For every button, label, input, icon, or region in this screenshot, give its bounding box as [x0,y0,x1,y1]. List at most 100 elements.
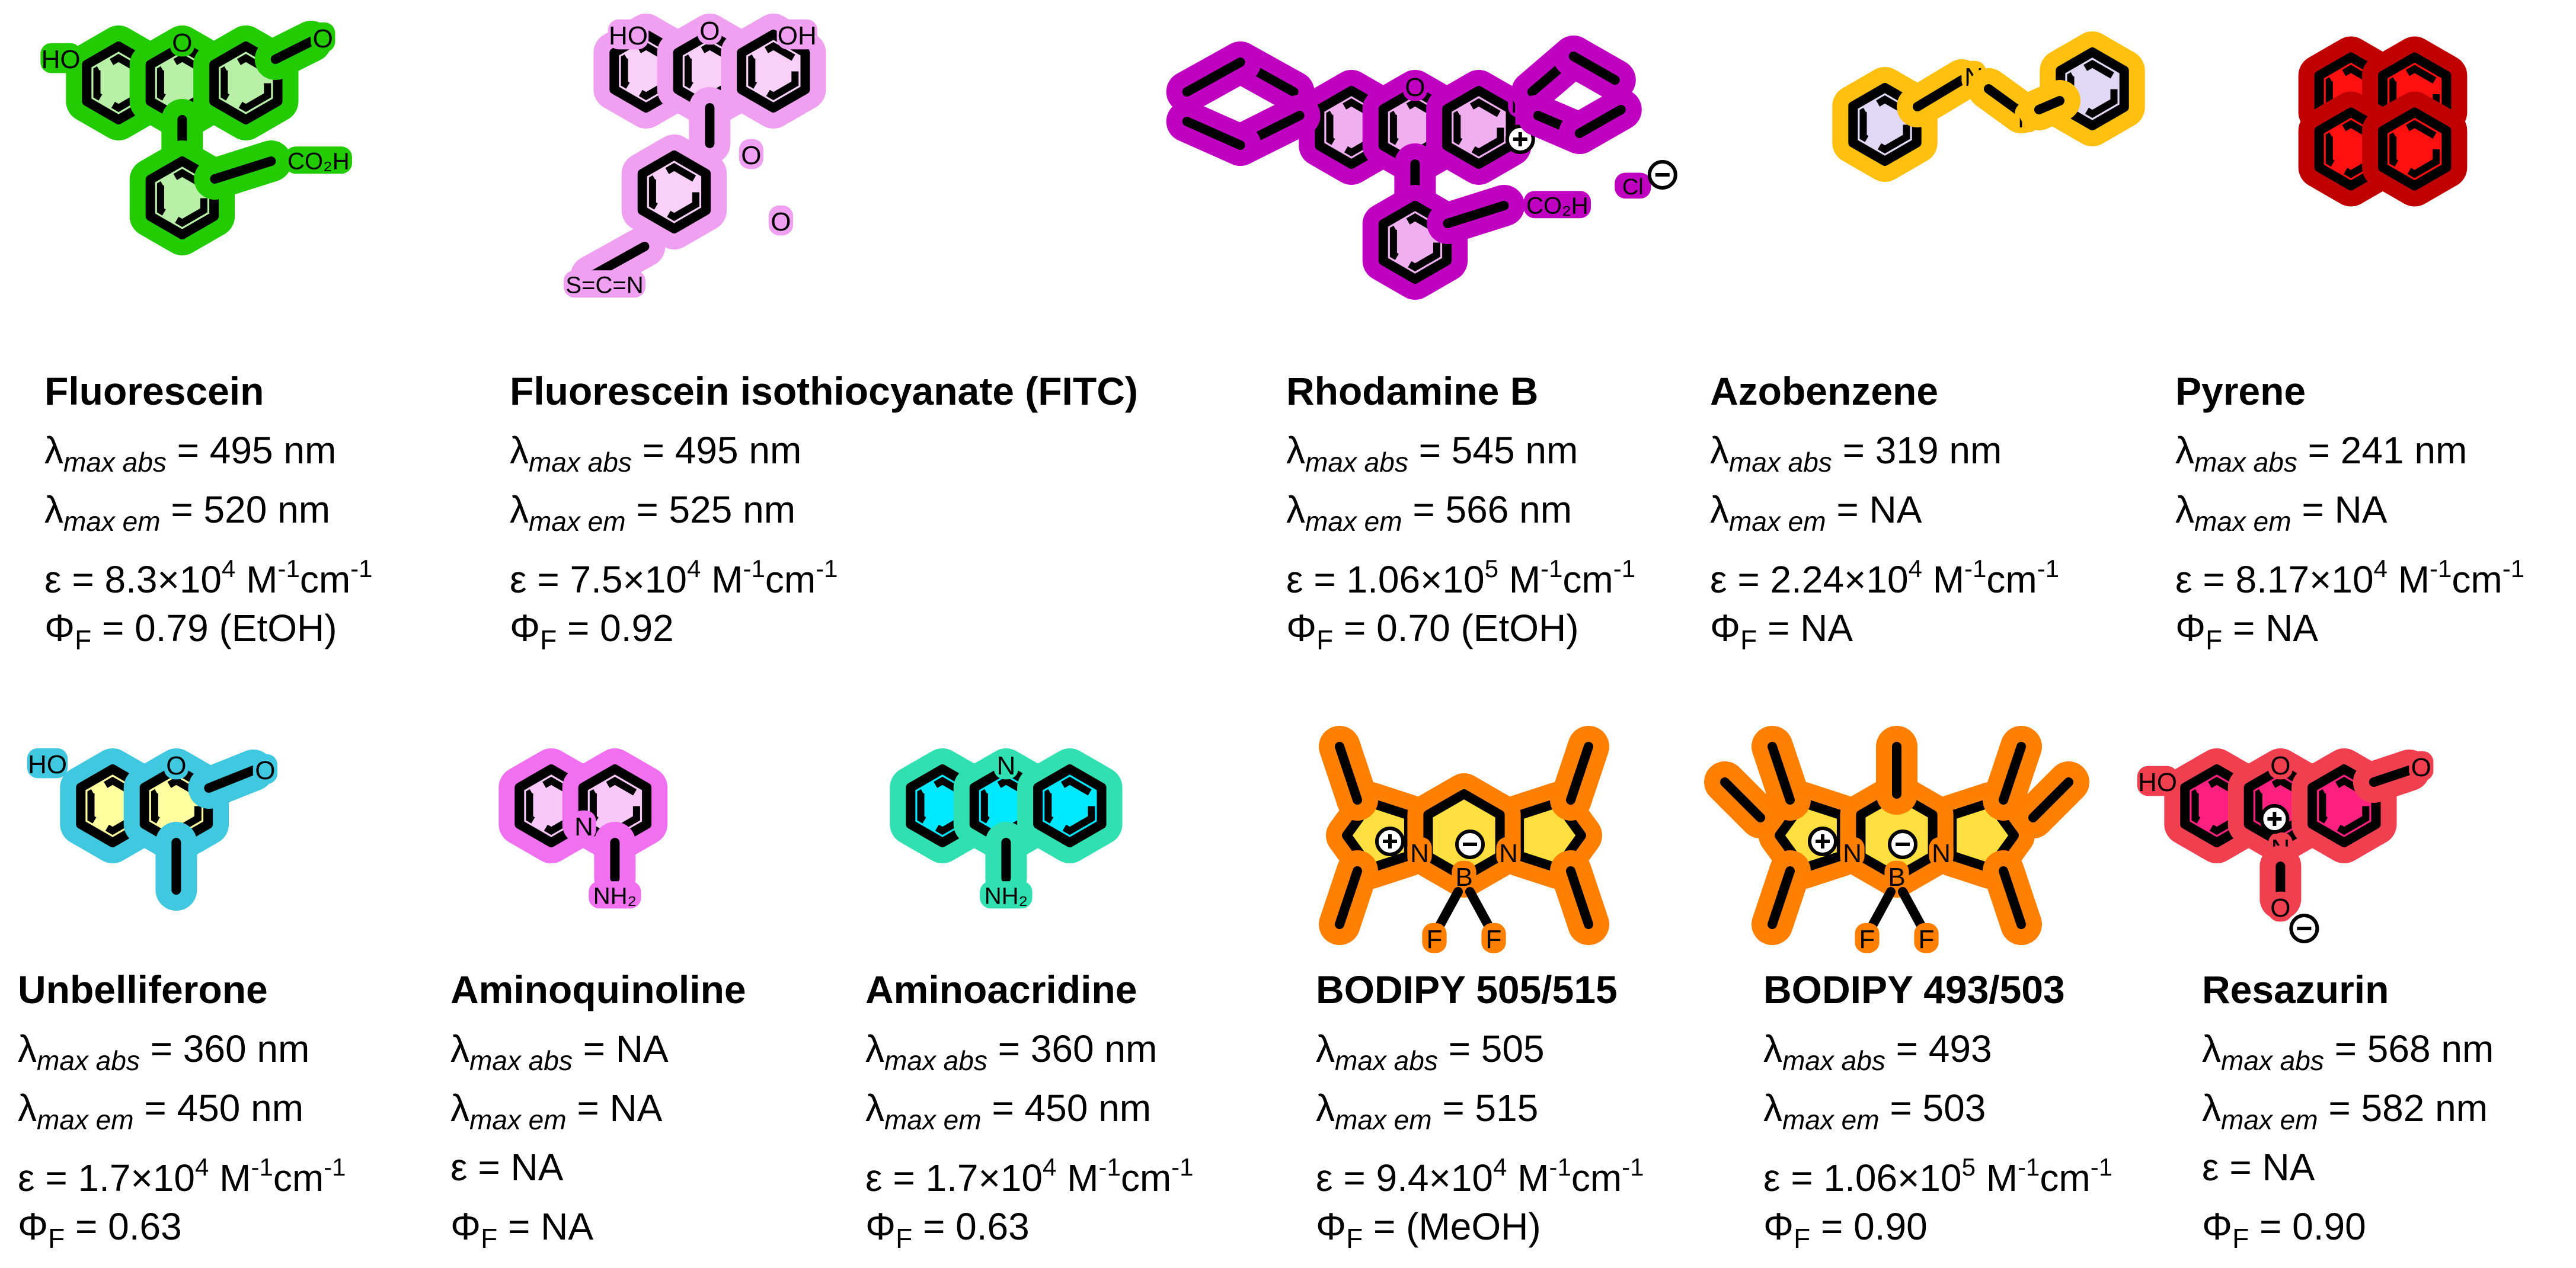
em-max-value: 515 [1475,1087,1539,1129]
resazurin-structure: HOOONO [2137,748,2434,943]
amine-label-bg [589,881,641,909]
quantum-yield-line: ΦF = NA [1710,607,1853,655]
abs-max-line: λmax abs = 505 [1316,1027,1545,1076]
methyl-bottom-right [1999,866,2026,929]
carboxyl-label: CO₂H [287,149,349,175]
epsilon-line: ε = 1.06×105 M-1cm-1 [1763,1153,2113,1199]
ring-nitrogen-label: N [996,751,1015,780]
azo-bond-2 [2034,96,2064,114]
quantum-yield-line: ΦF = 0.63 [865,1205,1030,1254]
methyl-top-right [1566,742,1593,805]
epsilon-exponent: 4 [222,555,236,582]
em-max-value: 450 nm [1024,1087,1151,1129]
bf-bond-right [1898,887,1925,929]
carboxyl-bond [1443,201,1509,228]
methyl-top-left [1768,742,1795,805]
carbonyl-oxygen-label: O [2411,753,2431,782]
epsilon-line: ε = 1.06×105 M-1cm-1 [1286,555,1636,601]
hydroxyl-label: HO [28,750,67,779]
carbonyl-oxygen-label: O [313,24,333,53]
methyl-bottom-right [1566,866,1593,929]
lactone-carbonyl-label-bg [768,205,794,236]
fluorine-left-label: F [1427,925,1443,954]
em-max-value: NA [609,1087,663,1129]
methyl-bottom-left [1768,866,1795,929]
ring-oxygen-label: O [2270,751,2290,780]
isothiocyanate-label: S=C=N [565,273,643,299]
azo-bond-1 [1913,75,1967,111]
abs-max-line: λmax abs = 495 nm [510,429,802,478]
epsilon-mantissa: 1.06 [1823,1157,1898,1199]
ethyl-left-2 [1182,57,1245,97]
dye-name: Aminoacridine [865,968,1137,1011]
pyrene-ring-4-inner-bond [2389,120,2440,178]
hydroxyl-label: HO [2138,768,2177,797]
abs-max-value: 360 nm [1030,1027,1158,1070]
epsilon-mantissa: 7.5 [570,558,623,601]
abs-max-value: 493 [1928,1027,1992,1070]
epsilon-mantissa: 1.7 [925,1157,979,1199]
quantum-yield-line: ΦF = 0.90 [1763,1205,1928,1254]
ring-oxygen-label-bg [164,749,189,780]
em-max-line: λmax em = 525 nm [510,488,795,537]
dye-name: BODIPY 493/503 [1763,968,2065,1011]
hydroxyl-label-bg [2137,766,2178,796]
fitc-properties: Fluorescein isothiocyanate (FITC)λmax ab… [510,361,1138,658]
dye-name: Pyrene [2175,369,2306,413]
epsilon-line: ε = 1.7×104 M-1cm-1 [865,1153,1194,1199]
em-max-value: NA [1869,488,1922,531]
methyl-extra-left [1720,777,1765,822]
pyrene-structure [2298,36,2468,207]
epsilon-line: ε = 7.5×104 M-1cm-1 [510,555,838,601]
em-max-line: λmax em = 450 nm [18,1087,303,1135]
epsilon-mantissa: 1.7 [78,1157,131,1199]
epsilon-line: ε = NA [2202,1146,2315,1189]
acridine-ring-1-inner-bond [917,776,968,835]
epsilon-value: NA [510,1146,564,1189]
azobenzene-structure-group: NN [1832,31,2145,182]
ring-oxygen-label-bg [1402,71,1428,101]
xanthene-ring-1-inner-bond [2191,776,2242,835]
rhodamine-b-structure: NONCO₂HCl [1166,36,1677,300]
abs-max-line: λmax abs = 568 nm [2202,1027,2494,1076]
carboxyl-label-bg [1523,191,1591,219]
epsilon-exponent: 4 [687,555,701,582]
epsilon-mantissa: 8.17 [2235,558,2310,601]
em-max-value: 566 nm [1445,488,1572,531]
epsilon-exponent: 4 [2373,555,2388,582]
abs-max-value: 495 nm [675,429,802,472]
nitrogen-left-label: N [1843,839,1862,868]
amine-label: NH₂ [593,883,637,910]
boron-label: B [1455,863,1472,892]
amine-label-bg [980,881,1033,909]
em-max-line: λmax em = 520 nm [44,488,330,537]
dye-name: Rhodamine B [1286,369,1539,413]
quantum-yield-value: 0.63 [108,1205,182,1248]
xanthene-ring-3-inner-bond [2319,776,2370,835]
em-max-value: 450 nm [177,1087,303,1129]
lactone-oxygen-label-bg [739,139,764,169]
methyl-bottom-left [1335,866,1362,929]
quantum-yield-value: 0.90 [2292,1205,2366,1248]
carbonyl-bond [270,37,316,64]
epsilon-line: ε = 9.4×104 M-1cm-1 [1316,1153,1644,1199]
nitrogen-right-label: N [1932,839,1951,868]
hydroxyl-label-bg [40,43,81,73]
resazurin-structure-group: HOOONO [2137,748,2434,943]
bf-bond-right [1465,887,1492,929]
fluorine-right-label-bg [1481,923,1506,953]
em-max-line: λmax em = 450 nm [865,1087,1151,1135]
phenyl-ring-left-inner-bond [1859,95,1910,154]
quantum-yield-line: ΦF = NA [2175,607,2319,655]
abs-max-line: λmax abs = 360 nm [18,1027,310,1076]
benzoic-ring-inner-bond [1389,213,1440,272]
lactone-carbonyl-label: O [771,207,791,236]
